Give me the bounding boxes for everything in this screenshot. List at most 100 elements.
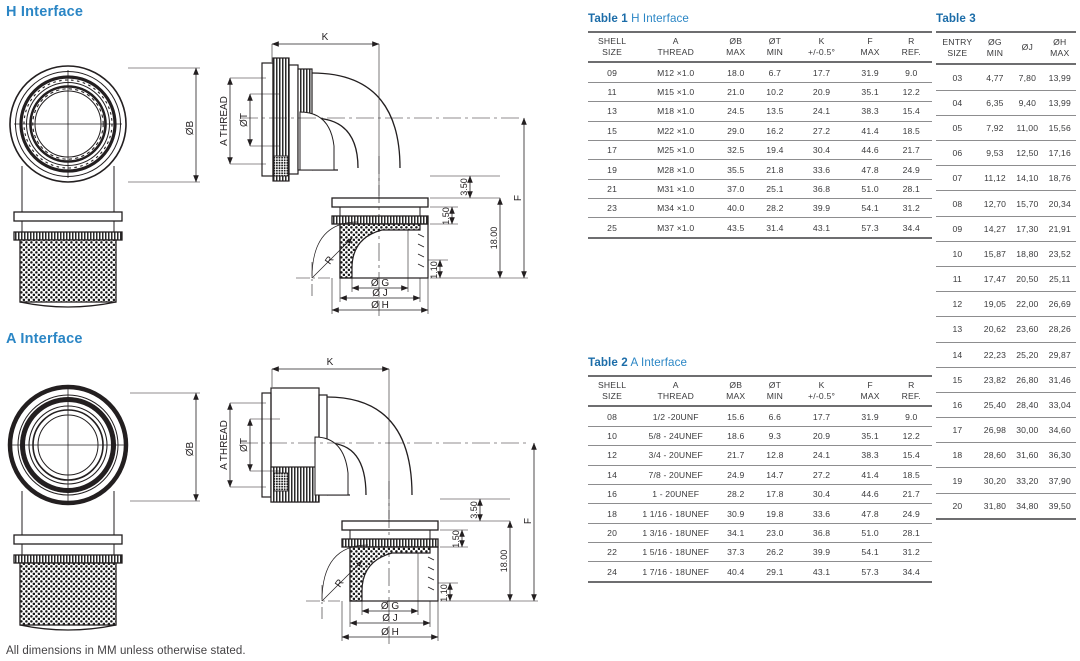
a-dim-label-1800: 18.00 bbox=[499, 550, 509, 573]
table3-cell: 12,50 bbox=[1011, 140, 1044, 167]
h-dim-label-oj: Ø J bbox=[372, 288, 388, 299]
table2-row-key: 10 bbox=[588, 426, 637, 447]
table1-cell: 21.0 bbox=[715, 82, 757, 103]
table1-cell: 31.2 bbox=[890, 198, 932, 219]
table3-cell: 14,10 bbox=[1011, 165, 1044, 192]
table1-caption: Table 1 H Interface bbox=[588, 12, 932, 25]
table3-caption: Table 3 bbox=[936, 12, 1076, 25]
a-dim-label-350: 3.50 bbox=[469, 501, 479, 519]
table3-cell: 7,92 bbox=[978, 115, 1012, 142]
table1-cell: 35.5 bbox=[715, 159, 757, 180]
table1-cell: 41.4 bbox=[849, 121, 891, 141]
table3-caption-label: Table 3 bbox=[936, 12, 976, 25]
a-interface-section-title: A Interface bbox=[6, 331, 83, 347]
table1-row-key: 19 bbox=[588, 159, 637, 180]
table3-cell: 28,40 bbox=[1011, 392, 1044, 419]
table2-row-key: 08 bbox=[588, 406, 637, 427]
table2-cell: 24.9 bbox=[890, 503, 932, 524]
table1-row-key: 13 bbox=[588, 101, 637, 122]
table2-cell: 1 - 20UNEF bbox=[636, 484, 716, 505]
table3-cell: 26,98 bbox=[978, 417, 1012, 444]
h-interface-section-title: H Interface bbox=[6, 4, 84, 20]
h-dim-label-og: Ø G bbox=[371, 278, 390, 289]
table1-caption-text: H Interface bbox=[631, 12, 689, 25]
table3-row-key: 13 bbox=[936, 316, 979, 343]
table3-row-key: 17 bbox=[936, 417, 979, 444]
a-dim-label-f: F bbox=[523, 518, 534, 524]
h-dim-label-1800: 18.00 bbox=[489, 227, 499, 250]
table1-cell: 39.9 bbox=[793, 198, 850, 219]
table2-row-key: 18 bbox=[588, 503, 637, 524]
table3-cell: 34,60 bbox=[1043, 417, 1076, 444]
table3-row-key: 03 bbox=[936, 64, 979, 91]
table1-cell: 19.4 bbox=[756, 140, 794, 161]
table2-cell: 37.3 bbox=[715, 542, 757, 563]
table3-cell: 4,77 bbox=[978, 64, 1012, 91]
table1-cell: M37 ×1.0 bbox=[636, 217, 716, 239]
table1-row-key: 17 bbox=[588, 140, 637, 161]
table3-cell: 15,70 bbox=[1011, 190, 1044, 217]
table2-cell: 1/2 -20UNF bbox=[636, 406, 716, 427]
table3-cell: 30,00 bbox=[1011, 417, 1044, 444]
h-dim-label-350: 3.50 bbox=[459, 178, 469, 196]
table3-cell: 33,20 bbox=[1011, 467, 1044, 494]
table2-cell: 47.8 bbox=[849, 503, 891, 524]
table1-cell: 15.4 bbox=[890, 101, 932, 122]
table3-row-key: 19 bbox=[936, 467, 979, 494]
table3-row-key: 09 bbox=[936, 216, 979, 242]
table2-cell: 17.8 bbox=[756, 484, 794, 505]
table1-cell: 20.9 bbox=[793, 82, 850, 103]
table1-row-key: 25 bbox=[588, 217, 637, 239]
table3-cell: 23,82 bbox=[978, 367, 1012, 393]
table1-cell: 24.1 bbox=[793, 101, 850, 122]
table3-cell: 7,80 bbox=[1011, 64, 1044, 91]
h-interface-drawing: ØB A THREAD ØT K R F 3.50 1.50 1.10 18.0… bbox=[0, 16, 580, 326]
table2-row-key: 16 bbox=[588, 484, 637, 505]
table1-cell: 31.4 bbox=[756, 217, 794, 239]
table3-cell: 33,04 bbox=[1043, 392, 1076, 419]
table3-cell: 29,87 bbox=[1043, 342, 1076, 368]
table1-cell: 33.6 bbox=[793, 159, 850, 180]
table2-cell: 12.2 bbox=[890, 426, 932, 447]
table2-row-key: 12 bbox=[588, 445, 637, 466]
table2-cell: 36.8 bbox=[793, 523, 850, 544]
table2-cell: 44.6 bbox=[849, 484, 891, 505]
table2-cell: 30.9 bbox=[715, 503, 757, 524]
table1-cell: 32.5 bbox=[715, 140, 757, 161]
h-dim-label-f: F bbox=[513, 195, 524, 201]
h-dim-label-a-thread: A THREAD bbox=[219, 96, 230, 146]
table2-cell: 41.4 bbox=[849, 465, 891, 485]
table1-row-key: 09 bbox=[588, 62, 637, 83]
table1-cell: 40.0 bbox=[715, 198, 757, 219]
h-dim-label-ob: ØB bbox=[185, 120, 196, 135]
a-dim-label-a-thread: A THREAD bbox=[219, 420, 230, 470]
table2-cell: 21.7 bbox=[715, 445, 757, 466]
table3-cell: 25,11 bbox=[1043, 266, 1076, 293]
table2-cell: 1 3/16 - 18UNEF bbox=[636, 523, 716, 544]
table2-cell: 31.2 bbox=[890, 542, 932, 563]
table3-row-key: 16 bbox=[936, 392, 979, 419]
table1-cell: 57.3 bbox=[849, 217, 891, 239]
table1-cell: 29.0 bbox=[715, 121, 757, 141]
table3-row-key: 14 bbox=[936, 342, 979, 368]
table3-cell: 13,99 bbox=[1043, 64, 1076, 91]
